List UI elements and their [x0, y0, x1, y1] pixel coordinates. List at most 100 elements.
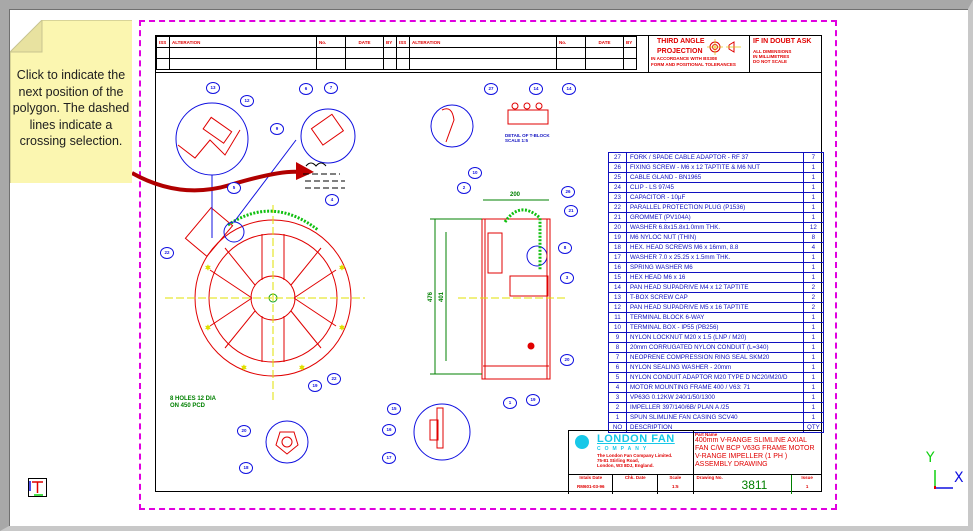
bom-qty: 2	[803, 292, 824, 303]
bom-qty: 1	[803, 212, 824, 223]
y-axis-label: Y	[926, 450, 935, 466]
sheet-boundary	[139, 20, 837, 510]
projection-sub-2: FORM AND POSITIONAL TOLERANCES	[651, 62, 736, 67]
balloon-side-view: 8	[558, 242, 572, 254]
bom-qty: 1	[803, 332, 824, 343]
balloon-side-view: 27	[484, 83, 498, 95]
detail-contents	[177, 108, 455, 455]
balloon-side-view: 26	[561, 186, 575, 198]
detail-caption-line-2: SCALE 1:5	[505, 138, 529, 143]
bom-header-desc: DESCRIPTION	[626, 422, 804, 433]
bom-qty: 1	[803, 262, 824, 273]
bom-desc: PAN HEAD SUPADRIVE M5 x 16 TAPTITE	[626, 302, 804, 313]
bom-no: 22	[608, 202, 627, 213]
svg-text:✶: ✶	[299, 364, 305, 372]
balloon-front-view: 9	[270, 123, 284, 135]
balloon-side-view: 1	[503, 397, 517, 409]
bom-qty: 1	[803, 202, 824, 213]
bom-no: 16	[608, 262, 627, 273]
bom-desc: PARALLEL PROTECTION PLUG (P1536)	[626, 202, 804, 213]
bom-qty: 2	[803, 282, 824, 293]
bom-no: 8	[608, 342, 627, 353]
tooltip-text: Click to indicate the next position of t…	[12, 68, 130, 148]
side-view	[481, 218, 551, 380]
balloon-side-view: 21	[564, 205, 578, 217]
bom-qty: 1	[803, 322, 824, 333]
projection-title-1: THIRD ANGLE	[657, 38, 705, 45]
bom-desc: CLIP - LS 97/45	[626, 182, 804, 193]
drawing-no-cell: Drawing No. 3811	[692, 475, 792, 494]
bom-desc: 20mm CORRUGATED NYLON CONDUIT (L=340)	[626, 342, 804, 353]
bom-qty: 1	[803, 402, 824, 413]
address-line-1: The London Fan Company Limited.	[597, 453, 673, 458]
bom-no: 3	[608, 392, 627, 403]
crossing-selection-preview	[303, 162, 345, 189]
balloon-front-view: 22	[160, 247, 174, 259]
title-block-info-row: Intals Date RM601-03-96 Chk. Date Scale …	[568, 474, 822, 494]
front-view	[184, 206, 352, 377]
bom-no: 21	[608, 212, 627, 223]
balloon-front-view: 13	[206, 82, 220, 94]
balloon-side-view: 2	[457, 182, 471, 194]
balloon-front-view: 18	[239, 462, 253, 474]
title-block: LONDON FAN COMPANY The London Fan Compan…	[568, 430, 822, 494]
scale-cell: Scale 1:5	[656, 475, 693, 494]
rev-header-by-2: BY	[623, 36, 637, 48]
balloon-front-view: 12	[240, 95, 254, 107]
tblock-detail	[507, 102, 549, 125]
bom-qty: 12	[803, 222, 824, 233]
part-name-line-3: V-RANGE IMPELLER (1 PH )	[695, 453, 788, 460]
balloon-front-view: 22	[327, 373, 341, 385]
bom-qty: 1	[803, 272, 824, 283]
svg-text:✶: ✶	[205, 264, 211, 272]
balloon-side-view: 15	[387, 403, 401, 415]
bom-desc: HEX HEAD M6 x 16	[626, 272, 804, 283]
bom-no: 27	[608, 152, 627, 163]
note-fold-icon	[10, 20, 43, 53]
bom-desc: CABLE GLAND - BN1965	[626, 172, 804, 183]
part-name-line-4: ASSEMBLY DRAWING	[695, 461, 768, 468]
projection-title-2: PROJECTION	[657, 48, 703, 55]
doubt-title: IF IN DOUBT ASK	[753, 38, 812, 45]
bom-desc: T-BOX SCREW CAP	[626, 292, 804, 303]
bom-qty: 8	[803, 232, 824, 243]
bom-qty: 1	[803, 312, 824, 323]
dim-height-outer: 476	[428, 291, 435, 303]
balloon-side-view: 20	[560, 354, 574, 366]
bom-desc: CAPACITOR - 10µF	[626, 192, 804, 203]
revision-table: ISS ALTERATION No. DATE BY ISS ALTERATIO…	[156, 36, 637, 70]
bom-no: 12	[608, 302, 627, 313]
bom-no: 13	[608, 292, 627, 303]
company-address: The London Fan Company Limited. 75-81 St…	[597, 453, 672, 468]
detail-caption: DETAIL OF T-BLOCK SCALE 1:5	[505, 133, 550, 143]
bom-no: 9	[608, 332, 627, 343]
part-name-box: Part Name 400mm V-RANGE SLIMLINE AXIAL F…	[692, 431, 822, 474]
bom-qty: 1	[803, 162, 824, 173]
initials-date-value: RM601-03-96	[576, 484, 605, 489]
hole-markers: ✶ ✶ ✶ ✶ ✶ ✶	[205, 264, 346, 373]
holes-note-line-1: 8 HOLES 12 DIA	[170, 396, 217, 402]
address-line-2: 75-81 Stirling Road,	[597, 458, 640, 463]
svg-text:✶: ✶	[339, 264, 345, 272]
detail-circles	[175, 102, 548, 464]
bom-no: 5	[608, 372, 627, 383]
balloon-side-view: 19	[526, 394, 540, 406]
bom-desc: NYLON CONDUIT ADAPTOR M20 TYPE D NC20/M2…	[626, 372, 804, 383]
bom-qty: 1	[803, 392, 824, 403]
